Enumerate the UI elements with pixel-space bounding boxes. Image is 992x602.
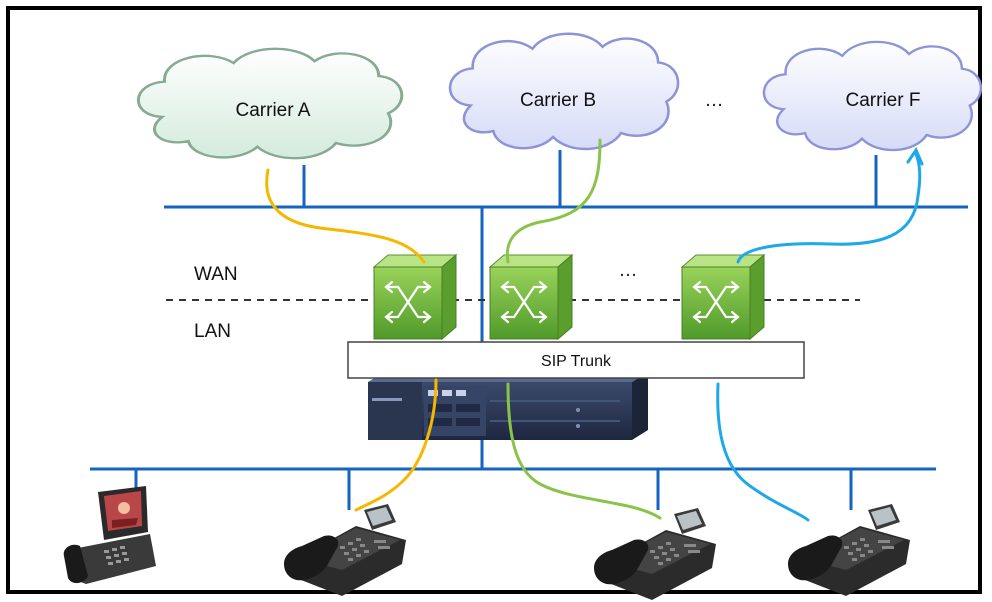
- lan-label: LAN: [194, 321, 231, 342]
- cloud-label-a: Carrier A: [236, 100, 311, 121]
- ellipsis-top: …: [705, 90, 724, 111]
- router-icon: [680, 253, 766, 341]
- cable-orange-wan: [265, 168, 426, 264]
- cable-cyan-wan: [736, 152, 922, 264]
- wan-backbone: [164, 150, 968, 209]
- cable-green-wan: [505, 138, 602, 264]
- desk-phone-icon: [594, 508, 716, 600]
- cable-orange-lan: [354, 378, 438, 512]
- lan-backbone: [90, 467, 936, 510]
- video-phone-icon: [63, 486, 156, 584]
- wan-label: WAN: [194, 264, 238, 285]
- arrow-head-icon: [906, 146, 924, 166]
- router-icon: [488, 253, 574, 341]
- desk-phone-icon: [284, 504, 406, 596]
- sip-trunk-label: SIP Trunk: [541, 353, 612, 370]
- cable-cyan-lan: [716, 382, 810, 522]
- cable-green-lan: [506, 382, 662, 520]
- router-icon: [372, 253, 458, 341]
- sip-trunk-box: [347, 341, 805, 379]
- cloud-label-b: Carrier B: [520, 90, 596, 111]
- cloud-label-f: Carrier F: [846, 90, 921, 111]
- ellipsis-mid: …: [619, 260, 638, 281]
